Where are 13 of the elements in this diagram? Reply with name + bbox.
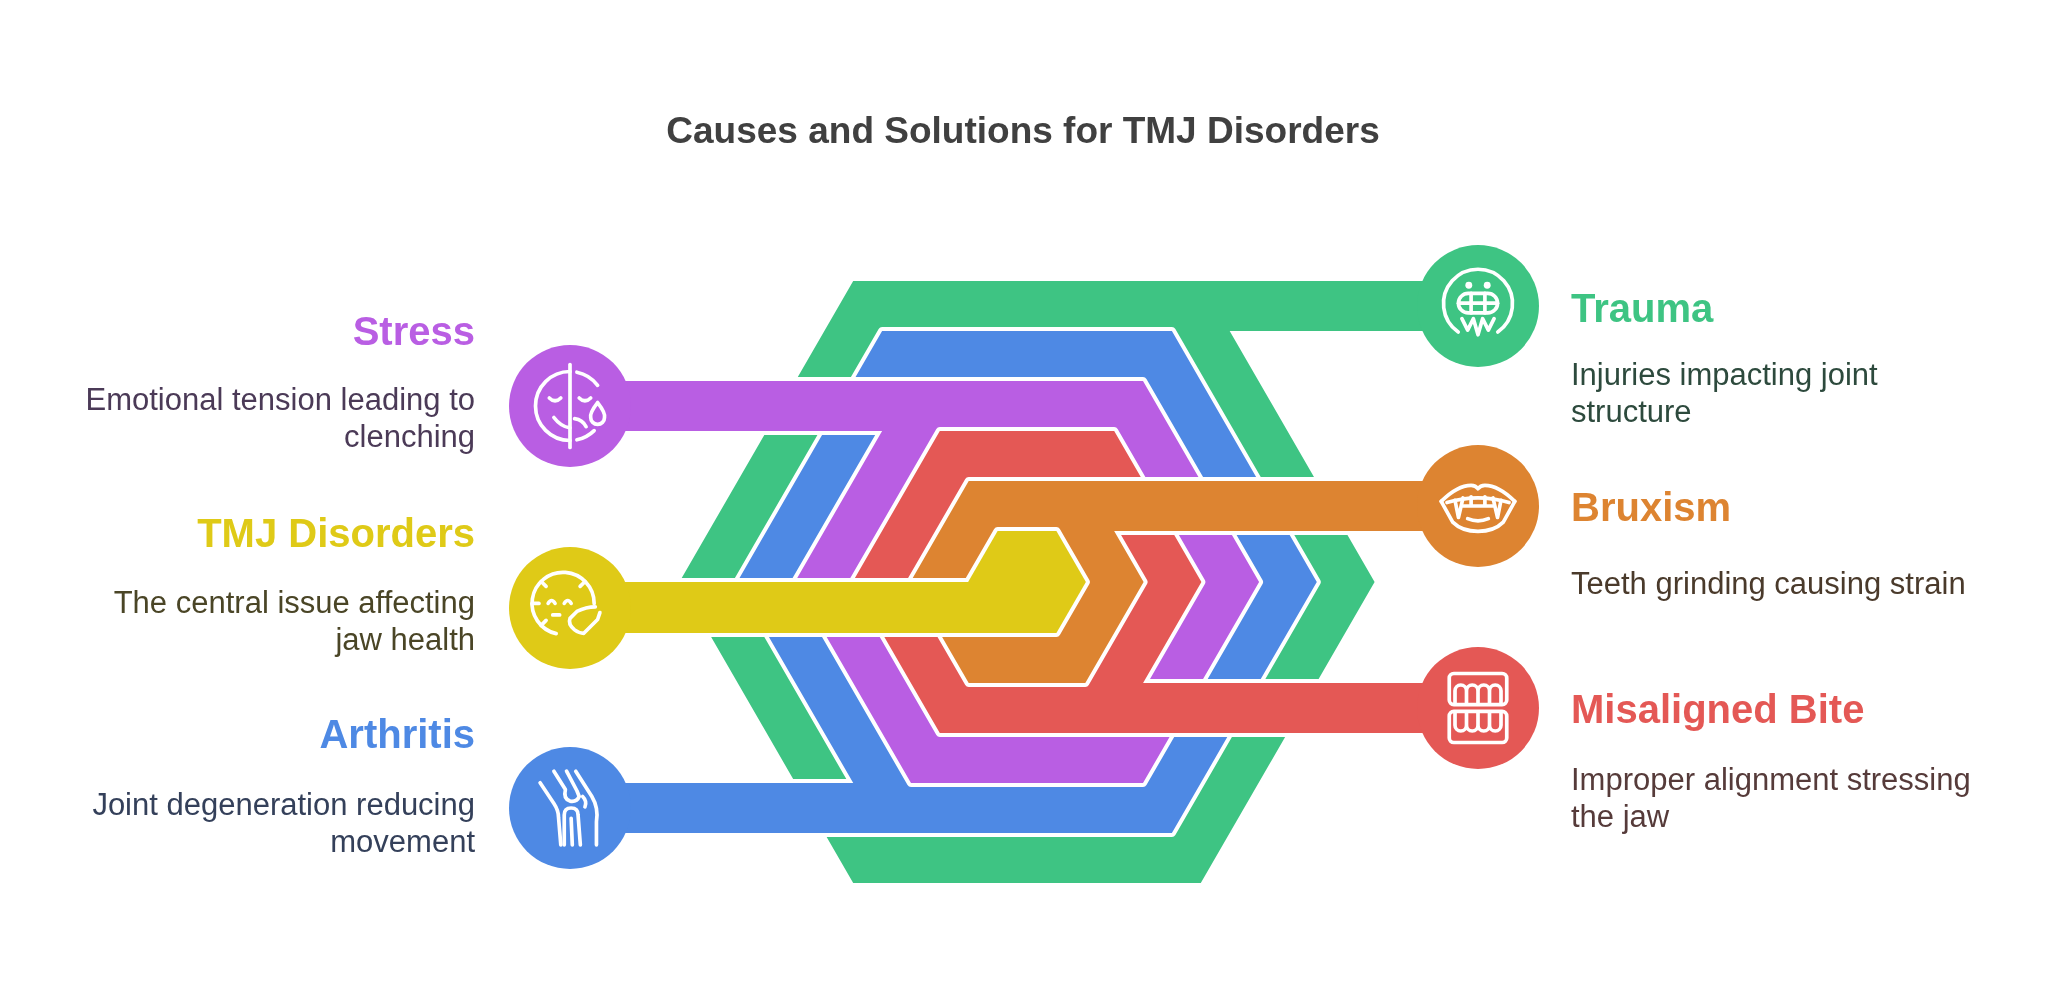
item-heading: Trauma xyxy=(1571,285,1714,332)
item-heading: Stress xyxy=(352,308,475,355)
item-description: Joint degeneration reducing movement xyxy=(91,786,475,860)
diagram-title: Causes and Solutions for TMJ Disorders xyxy=(666,109,1380,153)
item-description: Emotional tension leading to clenching xyxy=(84,381,475,455)
item-heading: Bruxism xyxy=(1571,484,1732,531)
item-heading: TMJ Disorders xyxy=(197,509,475,557)
item-description: Teeth grinding causing strain xyxy=(1571,565,1967,602)
item-description: Injuries impacting joint structure xyxy=(1571,356,1879,430)
item-description: Improper alignment stressing the jaw xyxy=(1571,761,1972,835)
item-description: The central issue affecting jaw health xyxy=(112,583,475,658)
item-heading: Misaligned Bite xyxy=(1571,686,1865,733)
item-heading: Arthritis xyxy=(319,711,475,758)
